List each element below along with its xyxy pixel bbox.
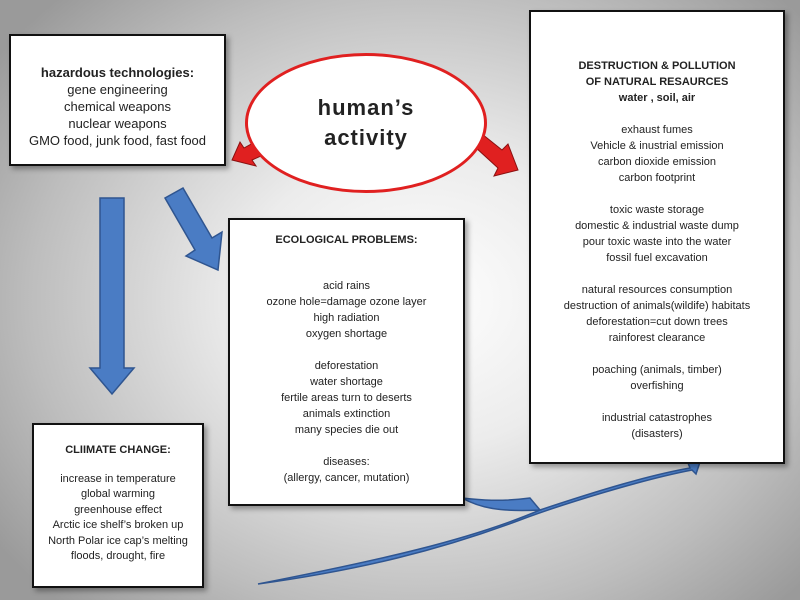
list-item: deforestation=cut down trees — [586, 316, 728, 328]
destruction-pollution-box: DESTRUCTION & POLLUTION OF NATURAL RESAU… — [529, 10, 785, 464]
list-item: oxygen shortage — [305, 328, 388, 340]
ecological-problems-box: ECOLOGICAL PROBLEMS: acid rains ozone ho… — [228, 218, 465, 506]
list-item: North Polar ice cap’s melting — [48, 534, 188, 547]
list-item: many species die out — [294, 424, 399, 436]
list-item: gene engineering — [67, 82, 168, 97]
climate-change-box: CLIIMATE CHANGE: increase in temperature… — [32, 423, 204, 588]
list-item: deforestation — [314, 360, 379, 372]
box-title: hazardous technologies: — [40, 65, 195, 80]
red-arrow-right — [473, 133, 519, 177]
list-item: floods, drought, fire — [70, 550, 166, 562]
list-item: (allergy, cancer, mutation) — [283, 472, 410, 484]
list-item: (disasters) — [631, 428, 683, 440]
blue-arrow-down — [88, 197, 136, 396]
list-item: chemical weapons — [64, 99, 171, 114]
list-item: high radiation — [313, 312, 380, 324]
list-item: GMO food, junk food, fast food — [28, 133, 207, 148]
list-item: natural resources consumption — [581, 284, 733, 296]
list-item: fossil fuel excavation — [606, 252, 708, 264]
list-item: acid rains — [322, 280, 371, 292]
list-item: greenhouse effect — [74, 503, 162, 516]
box-title: CLIIMATE CHANGE: — [65, 444, 171, 456]
list-item: water shortage — [310, 376, 383, 388]
list-item: ozone hole=damage ozone layer — [266, 296, 427, 308]
center-line: activity — [324, 125, 408, 150]
list-item: animals extinction — [302, 408, 391, 420]
human-activity-ellipse: human’s activity — [245, 53, 487, 193]
box-title: ECOLOGICAL PROBLEMS: — [275, 234, 418, 246]
list-item: poaching (animals, timber) — [592, 364, 722, 376]
list-item: Arctic ice shelf’s broken up — [52, 519, 184, 531]
list-item: pour toxic waste into the water — [582, 236, 732, 248]
list-item: toxic waste storage — [609, 204, 705, 216]
list-item: global warming — [81, 488, 155, 500]
list-item: overfishing — [630, 380, 684, 392]
box-subtitle: water , soil, air — [618, 92, 696, 104]
list-item: Vehicle & inustrial emission — [590, 140, 724, 152]
list-item: nuclear weapons — [68, 116, 167, 131]
list-item: exhaust fumes — [621, 124, 693, 136]
list-item: industrial catastrophes — [601, 412, 713, 424]
center-line: human’s — [317, 95, 415, 120]
list-item: fertile areas turn to deserts — [281, 392, 412, 404]
list-item: rainforest clearance — [608, 332, 706, 344]
list-item: destruction of animals(wildife) habitats — [563, 300, 751, 312]
list-item: diseases: — [323, 456, 370, 468]
blue-arrow-diagonal — [163, 186, 223, 272]
box-title: DESTRUCTION & POLLUTION — [578, 60, 736, 72]
list-item: carbon footprint — [618, 172, 696, 184]
list-item: domestic & industrial waste dump — [575, 220, 739, 232]
box-title: OF NATURAL RESAURCES — [585, 76, 729, 88]
hazardous-technologies-box: hazardous technologies: gene engineering… — [9, 34, 226, 166]
list-item: increase in temperature — [60, 472, 176, 485]
list-item: carbon dioxide emission — [597, 156, 716, 168]
